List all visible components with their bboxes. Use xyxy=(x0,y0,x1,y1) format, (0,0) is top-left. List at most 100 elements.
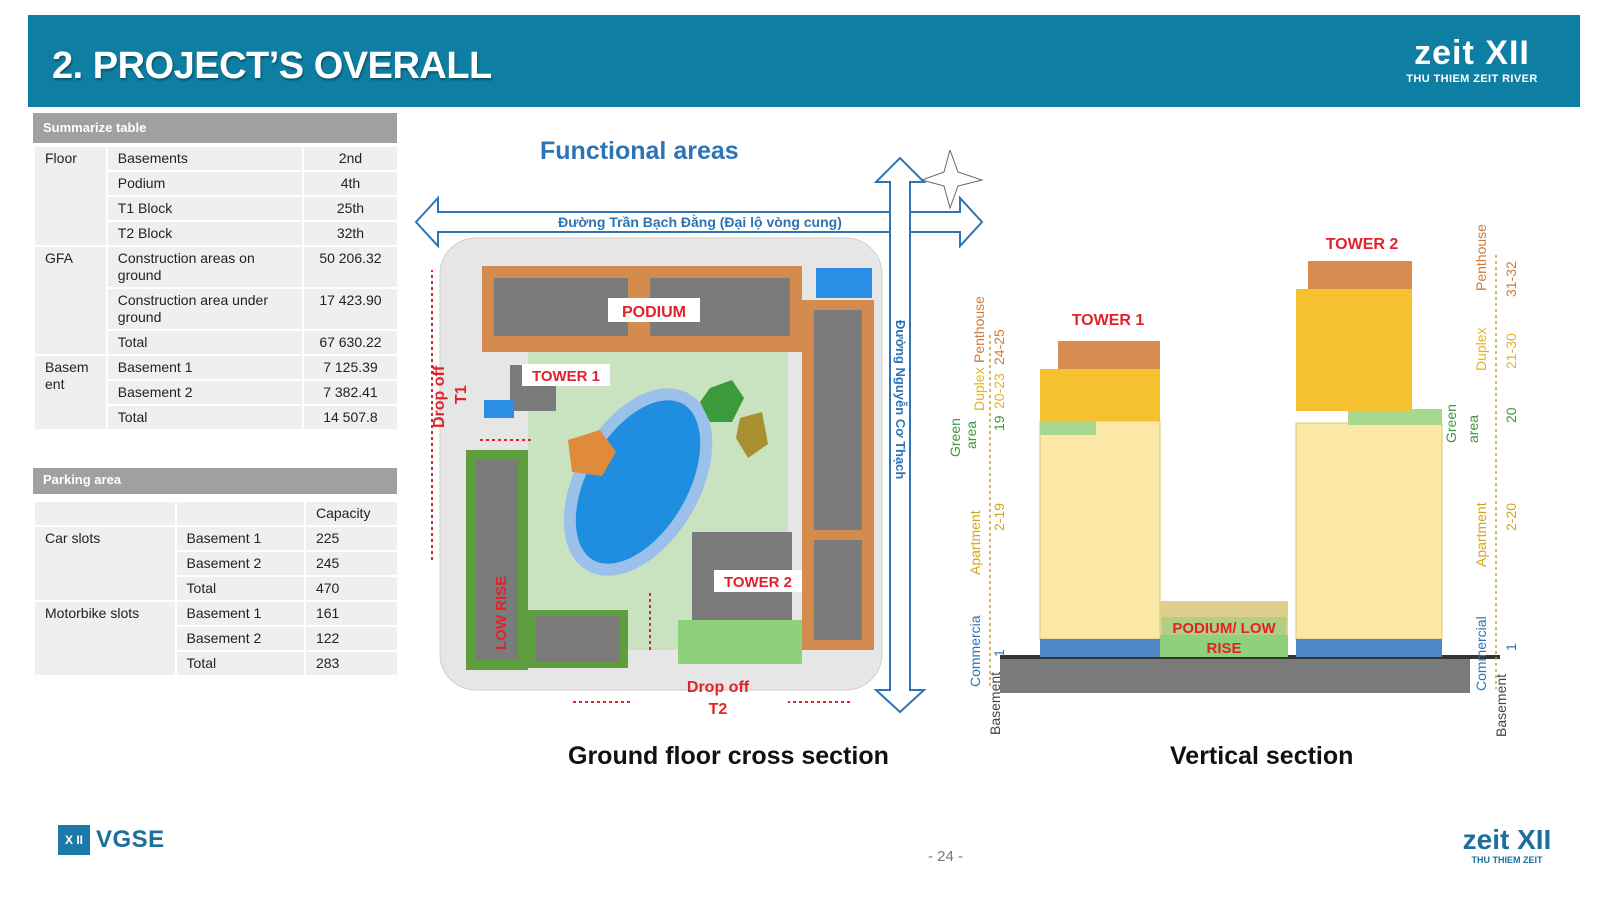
tower2-green xyxy=(678,620,802,664)
right-level-commercial: 1 xyxy=(1503,643,1519,651)
table-cell-group: Floor xyxy=(35,147,106,245)
table-cell-item: Construction areas on ground xyxy=(107,247,302,287)
podium-section-sublabel: RISE xyxy=(1206,640,1241,657)
tower1-commercial xyxy=(1040,639,1160,657)
tower2-penthouse xyxy=(1308,261,1412,289)
tower1-penthouse xyxy=(1058,341,1160,369)
table-row: Car slots Basement 1 225 xyxy=(35,527,397,600)
table-cell-item: Basement 2 xyxy=(176,552,304,575)
table-cell-item: Basement 1 xyxy=(107,356,302,379)
table-cell-value: 7 382.41 xyxy=(303,381,397,404)
tower2-green xyxy=(1348,409,1442,425)
page-title: 2. PROJECT’S OVERALL xyxy=(52,45,492,87)
table-row: Basement 2 7 382.41 xyxy=(35,381,397,404)
table-cell-group: Motorbike slots xyxy=(35,602,175,675)
tower1-green xyxy=(1040,421,1096,435)
table-cell-item: Basement 2 xyxy=(176,627,304,650)
table-cell-value: 122 xyxy=(305,627,397,650)
table-cell-value: 245 xyxy=(305,552,397,575)
olive-garden xyxy=(736,412,768,458)
table-cell-value: 470 xyxy=(305,577,397,600)
footer-brand-subtitle: THU THIEM ZEIT xyxy=(1471,855,1543,865)
table-cell-group: GFA xyxy=(35,247,106,354)
vgse-mark: X II xyxy=(58,825,90,855)
road-right-label: Đường Nguyễn Cơ Thạch xyxy=(893,320,908,479)
left-zone-basement: Basement xyxy=(987,672,1003,735)
road-top-label: Đường Trần Bạch Đằng (Đại lộ vòng cung) xyxy=(558,213,842,230)
podium-section-label: PODIUM/ LOW xyxy=(1172,620,1276,637)
table-cell-item: T1 Block xyxy=(107,197,302,220)
table-cell-value: 25th xyxy=(303,197,397,220)
right-zone-apartment: Apartment xyxy=(1473,502,1489,567)
table-cell-item: T2 Block xyxy=(107,222,302,245)
table-row: Basement 2 122 xyxy=(35,627,397,650)
left-zone-penthouse: Penthouse xyxy=(971,296,987,363)
dropoff-t2-label: Drop off xyxy=(687,679,750,696)
table-row: Total 67 630.22 xyxy=(35,331,397,354)
table-cell-item: Basement 2 xyxy=(107,381,302,404)
left-zone-green: Green xyxy=(947,418,963,457)
basement-band xyxy=(1000,657,1470,693)
table-row: Total 14 507.8 xyxy=(35,406,397,429)
right-level-green: 20 xyxy=(1503,407,1519,423)
dropoff-t1-label: Drop off xyxy=(431,365,448,428)
table-row: Motorbike slots Basement 1 161 xyxy=(35,602,397,675)
right-zone-duplex: Duplex xyxy=(1473,327,1489,371)
podium-blocks xyxy=(482,266,874,650)
table-cell-item: Total xyxy=(176,577,304,600)
road-arrow-vertical xyxy=(873,156,927,714)
parking-table: Capacity Car slots Basement 1 225 Baseme… xyxy=(33,500,399,677)
vertical-section-label: Vertical section xyxy=(1170,742,1354,770)
traffic-arrows xyxy=(431,270,850,703)
tower2-plan-label: TOWER 2 xyxy=(724,574,792,591)
vgse-logo: X II VGSE xyxy=(58,825,165,855)
ground-floor-plan: Đường Trần Bạch Đằng (Đại lộ vòng cung) … xyxy=(414,150,984,718)
table-cell-value: 32th xyxy=(303,222,397,245)
table-cell-value: 17 423.90 xyxy=(303,289,397,329)
orange-garden xyxy=(568,430,616,476)
podium-label-bg xyxy=(608,298,700,322)
table-cell-empty xyxy=(176,502,304,525)
table-cell-item: Total xyxy=(107,406,302,429)
table-cell-value: 67 630.22 xyxy=(303,331,397,354)
brand-subtitle: THU THIEM ZEIT RIVER xyxy=(1406,73,1538,85)
right-zone-area: area xyxy=(1465,415,1481,443)
table-cell-item: Basement 1 xyxy=(176,602,304,625)
table-cell-item: Construction area under ground xyxy=(107,289,302,329)
left-level-penthouse: 24-25 xyxy=(991,329,1007,365)
parking-caption: Parking area xyxy=(33,468,397,494)
table-row: Basement Basement 1 7 125.39 xyxy=(35,356,397,429)
table-cell-item: Basements xyxy=(107,147,302,170)
table-row: Construction area under ground 17 423.90 xyxy=(35,289,397,329)
left-zone-area: area xyxy=(963,421,979,449)
table-row: Floor Basements 2nd xyxy=(35,147,397,245)
small-pool xyxy=(484,400,514,418)
podium-label: PODIUM xyxy=(622,304,686,321)
brand-logo: zeit XII THU THIEM ZEIT RIVER xyxy=(1392,33,1552,85)
table-cell-value: 161 xyxy=(305,602,397,625)
green-pavilion xyxy=(700,380,744,422)
table-cell-item: Total xyxy=(176,652,304,675)
table-cell-value: 50 206.32 xyxy=(303,247,397,287)
vgse-text: VGSE xyxy=(96,826,165,853)
brand-name: zeit XII xyxy=(1414,34,1530,72)
podium-label-bg xyxy=(1162,617,1286,657)
page-number: - 24 - xyxy=(928,848,964,865)
right-zone-penthouse: Penthouse xyxy=(1473,224,1489,291)
tower1-duplex xyxy=(1040,369,1160,421)
table-cell-value: 225 xyxy=(305,527,397,550)
right-level-apartment: 2-20 xyxy=(1503,503,1519,531)
tower2-duplex xyxy=(1296,289,1412,411)
table-cell-value: 4th xyxy=(303,172,397,195)
tower1-apartment xyxy=(1039,420,1161,640)
tower1-label-bg xyxy=(522,364,610,386)
table-cell-group: Car slots xyxy=(35,527,175,600)
road-arrow-horizontal xyxy=(414,195,984,249)
table-row: Basement 2 245 xyxy=(35,552,397,575)
table-cell-value: 7 125.39 xyxy=(303,356,397,379)
page-header: 2. PROJECT’S OVERALL zeit XII THU THIEM … xyxy=(28,15,1580,107)
compass-icon xyxy=(920,150,984,210)
table-header-row: Capacity xyxy=(35,502,397,525)
tower2-section-label: TOWER 2 xyxy=(1326,236,1399,253)
dropoff-t2-sublabel: T2 xyxy=(709,701,728,718)
